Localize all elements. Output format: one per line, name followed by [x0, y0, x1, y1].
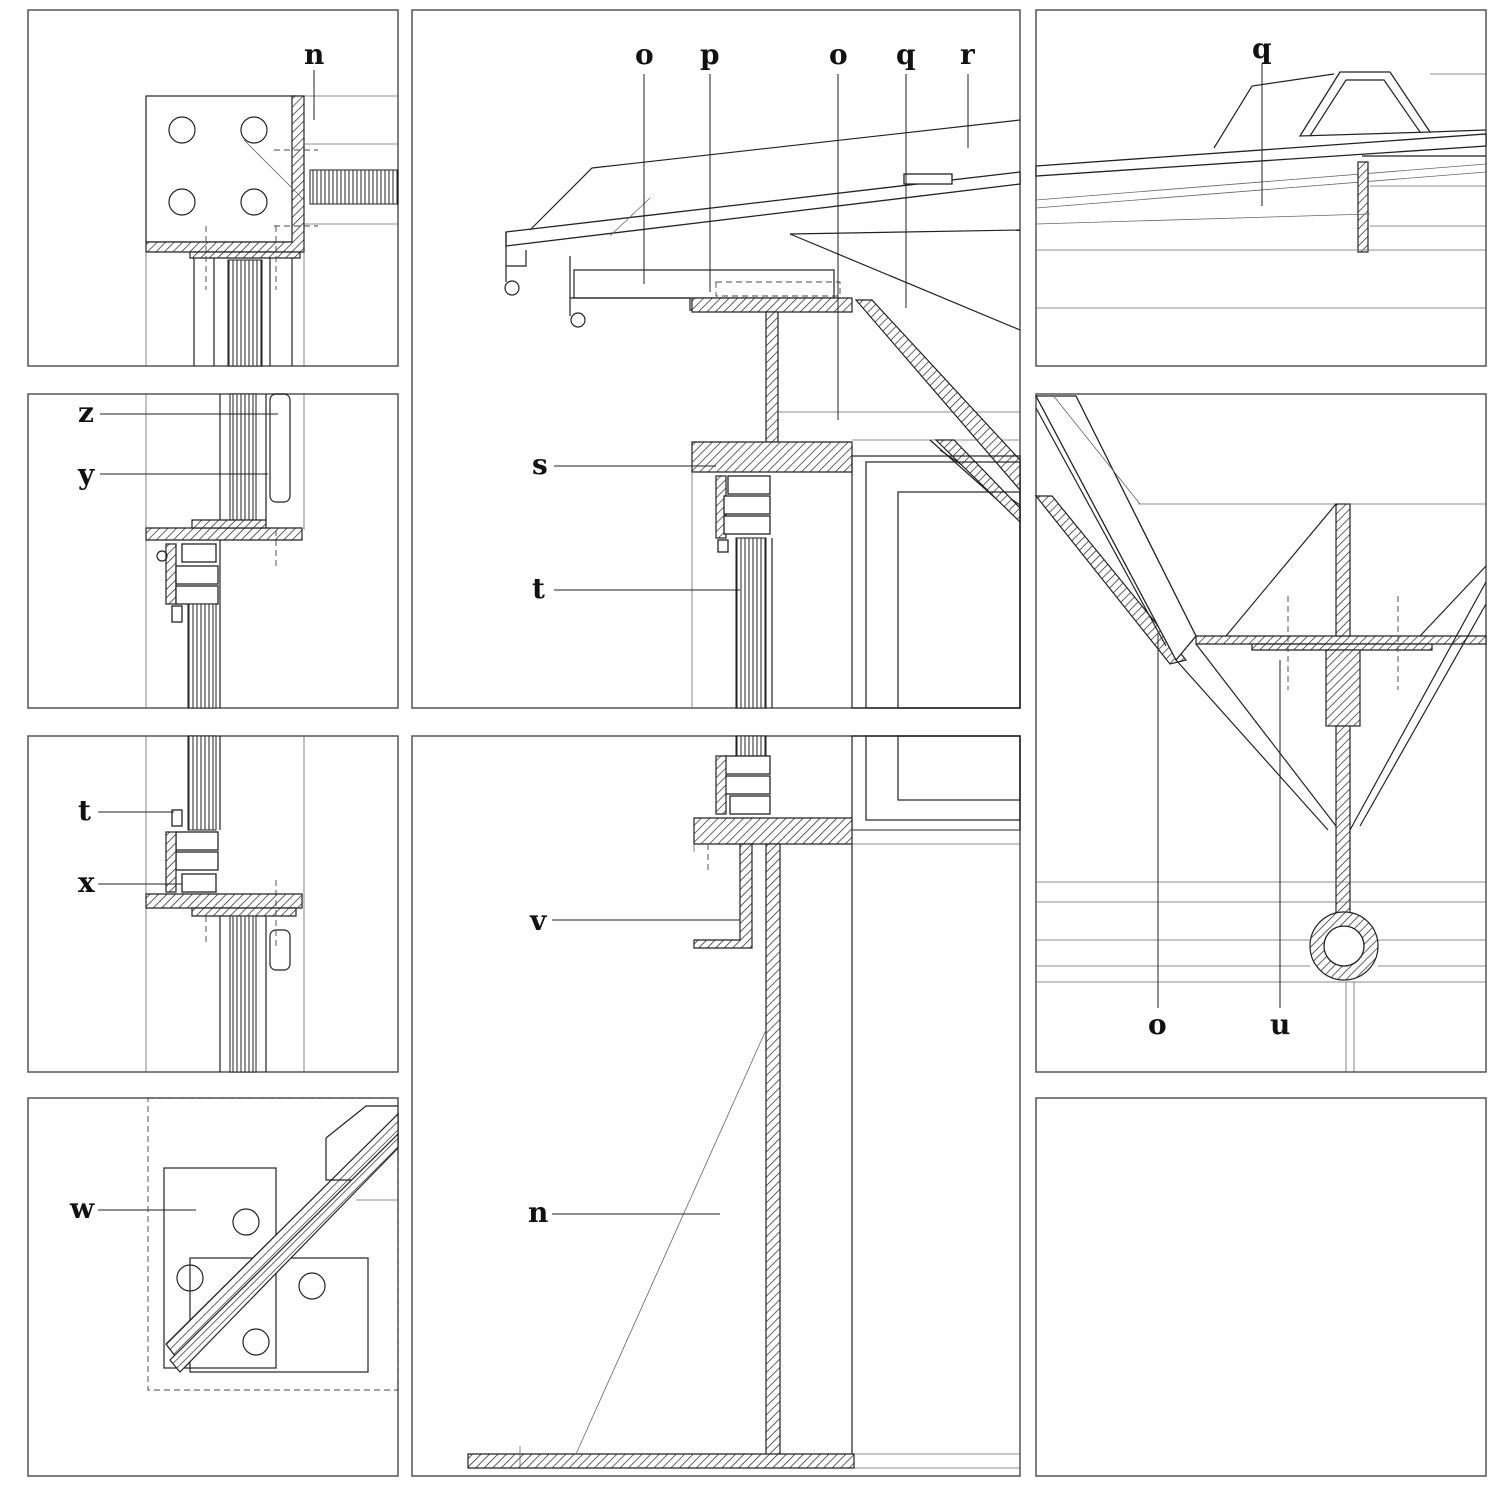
label-o-1: o [635, 38, 654, 71]
label-x: x [78, 866, 95, 899]
label-y: y [77, 458, 95, 491]
label-t: t [78, 794, 91, 827]
label-p: p [700, 38, 720, 71]
label-n: n [304, 38, 324, 71]
label-v: v [529, 904, 547, 937]
label-n-center: n [528, 1196, 548, 1229]
label-r: r [960, 38, 976, 71]
label-u: u [1270, 1008, 1290, 1041]
panel-center-bottom: v n [411, 735, 1021, 1477]
label-o-right: o [1148, 1008, 1167, 1041]
label-t-center: t [532, 572, 545, 605]
panel-mid-left-1: z y [27, 393, 399, 709]
label-o-2: o [829, 38, 848, 71]
panel-right-mid: o u [1034, 393, 1487, 1073]
label-q: q [896, 38, 916, 71]
panel-right-top: q [1035, 9, 1487, 367]
panel-top-left: n [27, 9, 399, 367]
label-q-right: q [1252, 32, 1272, 65]
panel-mid-left-2: t x [27, 735, 399, 1073]
label-z: z [78, 396, 94, 429]
panel-center-top: o p o q r s t [411, 9, 1021, 709]
label-w: w [69, 1192, 95, 1225]
label-s: s [532, 448, 548, 481]
panel-bottom-left: w [27, 1097, 399, 1477]
panel-right-bottom [1035, 1097, 1487, 1477]
